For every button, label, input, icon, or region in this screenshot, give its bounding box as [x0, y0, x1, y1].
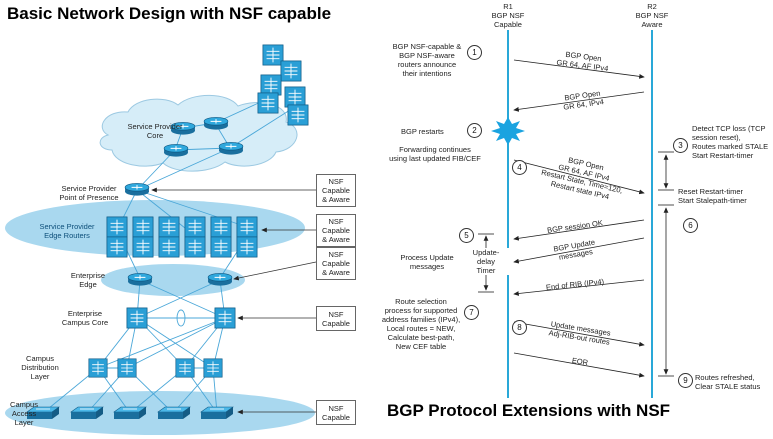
- nsf-pointer-arrows: [151, 187, 317, 415]
- label-sp-core: Service Provider Core: [127, 122, 183, 140]
- step-5: 5: [459, 228, 474, 243]
- step-9: 9: [678, 373, 693, 388]
- nsf-box-access: NSF Capable: [316, 400, 356, 425]
- note-process-update: Process Update messages: [400, 253, 454, 271]
- r2-name: R2: [647, 2, 657, 11]
- note-routes-refreshed: Routes refreshed, Clear STALE status: [695, 373, 761, 391]
- restart-burst-icon: [491, 117, 525, 145]
- step-4: 4: [512, 160, 527, 175]
- note-bgp-restarts: BGP restarts: [401, 127, 444, 136]
- nsf-box-sp-edge: NSF Capable & Aware: [316, 214, 356, 247]
- left-title: Basic Network Design with NSF capable: [7, 4, 332, 23]
- step-3: 3: [673, 138, 688, 153]
- note-forwarding: Forwarding continues using last updated …: [389, 145, 481, 163]
- label-distribution: Campus Distribution Layer: [21, 354, 59, 381]
- note-update-delay-timer: Update- delay Timer: [462, 248, 510, 275]
- right-title: BGP Protocol Extensions with NSF: [387, 401, 671, 420]
- core-switch-2: [214, 307, 236, 329]
- core-link-bundle: [176, 309, 186, 327]
- network-design-panel: [5, 44, 317, 435]
- label-sp-edge: Service Provider Edge Routers: [39, 222, 95, 240]
- note-detect-tcp-loss: Detect TCP loss (TCP session reset), Rou…: [692, 124, 769, 160]
- r1-name: R1: [503, 2, 513, 11]
- label-ent-core: Enterprise Campus Core: [61, 309, 109, 327]
- r2-role: BGP NSF Aware: [635, 11, 669, 29]
- step-1: 1: [467, 45, 482, 60]
- nsf-box-pop: NSF Capable & Aware: [316, 174, 356, 207]
- label-ent-edge: Enterprise Edge: [70, 271, 106, 289]
- step-8: 8: [512, 320, 527, 335]
- message-arrows: [513, 59, 645, 378]
- note-announce: BGP NSF-capable & BGP NSF-aware routers …: [392, 42, 462, 78]
- label-sp-pop: Service Provider Point of Presence: [59, 184, 119, 202]
- pop-router: [124, 183, 150, 196]
- step-2: 2: [467, 123, 482, 138]
- bgp-sequence-panel: [478, 30, 674, 398]
- core-switch-1: [126, 307, 148, 329]
- label-access: Campus Access Layer: [10, 400, 38, 427]
- ent-edge-router-1: [127, 273, 153, 286]
- nsf-box-core: NSF Capable: [316, 306, 356, 331]
- ent-edge-router-2: [207, 273, 233, 286]
- step-6: 6: [683, 218, 698, 233]
- step-7: 7: [464, 305, 479, 320]
- service-provider-cloud: [99, 94, 298, 172]
- note-route-selection: Route selection process for supported ad…: [381, 297, 461, 351]
- r1-role: BGP NSF Capable: [491, 11, 525, 29]
- nsf-box-ent-edge: NSF Capable & Aware: [316, 247, 356, 280]
- note-reset-timer: Reset Restart-timer Start Stalepath-time…: [678, 187, 747, 205]
